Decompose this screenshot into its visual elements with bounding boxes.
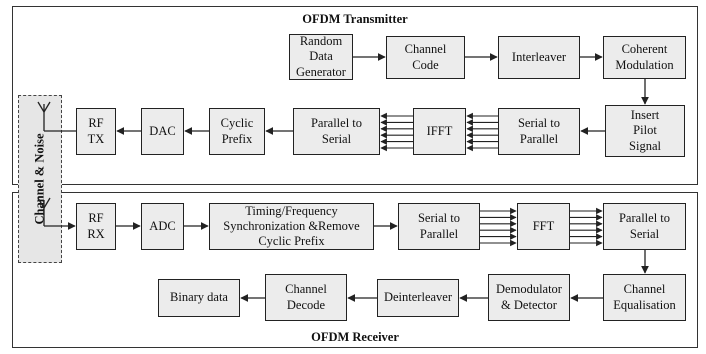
ifft-block: IFFT bbox=[413, 108, 466, 155]
cyclic-prefix-block: Cyclic Prefix bbox=[209, 108, 265, 155]
rx-parallel-to-serial-block: Parallel to Serial bbox=[603, 203, 686, 250]
tx-serial-to-parallel-block: Serial to Parallel bbox=[498, 108, 580, 155]
rf-rx-block: RF RX bbox=[76, 203, 116, 250]
tx-parallel-to-serial-block: Parallel to Serial bbox=[293, 108, 380, 155]
deinterleaver-block: Deinterleaver bbox=[377, 279, 459, 317]
receiver-title: OFDM Receiver bbox=[311, 330, 399, 344]
interleaver-block: Interleaver bbox=[498, 36, 580, 79]
transmitter-frame bbox=[12, 6, 698, 185]
transmitter-title: OFDM Transmitter bbox=[302, 12, 408, 26]
dac-block: DAC bbox=[141, 108, 184, 155]
rx-serial-to-parallel-block: Serial to Parallel bbox=[398, 203, 480, 250]
insert-pilot-signal-block: Insert Pilot Signal bbox=[605, 105, 685, 157]
tx-antenna-icon bbox=[37, 101, 76, 132]
random-data-generator-block: Random Data Generator bbox=[289, 34, 353, 80]
rf-tx-block: RF TX bbox=[76, 108, 116, 155]
channel-code-block: Channel Code bbox=[386, 36, 465, 79]
channel-decode-block: Channel Decode bbox=[265, 274, 347, 321]
fft-block: FFT bbox=[517, 203, 570, 250]
channel-equalisation-block: Channel Equalisation bbox=[603, 274, 686, 321]
timing-synchronization-block: Timing/Frequency Synchronization &Remove… bbox=[209, 203, 374, 250]
demodulator-detector-block: Demodulator & Detector bbox=[488, 274, 570, 321]
channel-noise-block: Channel & Noise bbox=[18, 95, 62, 263]
coherent-modulation-block: Coherent Modulation bbox=[603, 36, 686, 79]
binary-data-block: Binary data bbox=[158, 279, 240, 317]
rx-antenna-icon bbox=[37, 197, 76, 230]
adc-block: ADC bbox=[141, 203, 184, 250]
